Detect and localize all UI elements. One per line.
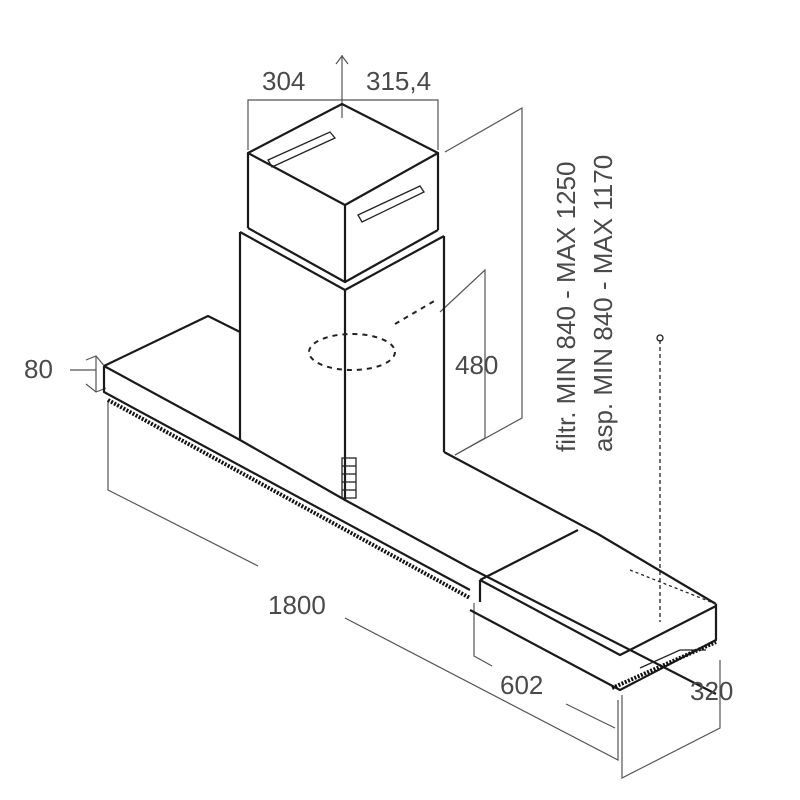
dim-315-line: [342, 99, 439, 150]
canopy-front-underside: [107, 398, 471, 600]
label-480: 480: [455, 350, 498, 380]
hood-body: [102, 102, 718, 695]
duct-slot-right: [357, 185, 425, 223]
canopy-back-left: [103, 314, 241, 367]
label-315: 315,4: [366, 66, 431, 96]
label-602: 602: [500, 670, 543, 700]
label-height-filter: filtr. MIN 840 - MAX 1250: [551, 162, 581, 452]
dim-480-line: [439, 268, 486, 456]
canopy-top-front-edge: [103, 365, 717, 695]
canopy-right-panel: [479, 579, 717, 657]
dim-1800-right: [344, 617, 619, 761]
control-knob-icon: [341, 457, 357, 499]
canopy-right-vent: [639, 649, 706, 669]
canopy-left-front: [102, 366, 471, 591]
canopy-right-back: [443, 451, 717, 605]
dim-1800-left: [107, 400, 259, 567]
wall-fixing-point: [656, 334, 664, 342]
dim-total-height-line: [444, 106, 523, 456]
duct-bottom-edge: [247, 227, 439, 284]
duct-slot-left: [267, 131, 337, 168]
canopy-hidden-edge: [629, 569, 717, 605]
dimension-lines: [70, 55, 721, 779]
label-80: 80: [24, 354, 53, 384]
dim-602-left: [473, 603, 493, 667]
duct-top-face: [246, 102, 440, 207]
dim-center-arrow: [335, 55, 349, 65]
dim-320-line: [621, 660, 721, 779]
dim-304-line: [247, 99, 342, 150]
label-320: 320: [690, 676, 733, 706]
label-1800: 1800: [268, 590, 326, 620]
canopy-panel-split: [479, 529, 579, 581]
fan-vent-icon: [308, 299, 437, 371]
label-304: 304: [262, 66, 305, 96]
dim-602-right: [565, 703, 616, 729]
label-height-extraction: asp. MIN 840 - MAX 1170: [588, 155, 618, 452]
